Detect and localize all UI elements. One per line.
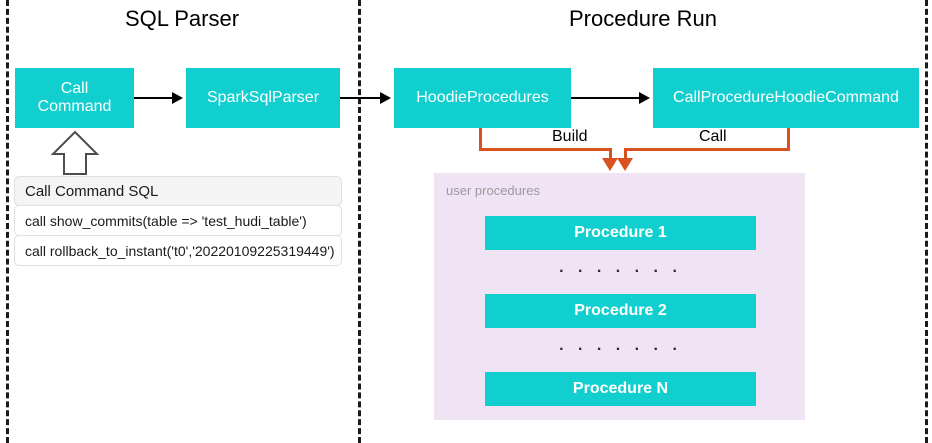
arrow-head-icon-2 [380,92,391,104]
section-title-sql-parser: SQL Parser [124,6,240,31]
call-edge-vertical-start [787,128,790,151]
section-title-procedure-run: Procedure Run [569,6,717,31]
procedures-ellipsis: . . . . . . . [559,337,682,354]
node-call-procedure-hoodie-command[interactable]: CallProcedureHoodieCommand [653,68,919,128]
edge-label-call: Call [695,128,731,146]
procedure-item[interactable]: Procedure N [485,372,756,406]
sql-table-header: Call Command SQL [14,176,342,206]
arrow-hoodie-procedures-to-call-procedure-command [571,97,642,99]
arrow-head-icon-3 [639,92,650,104]
call-arrow-head-icon [617,158,633,171]
arrow-spark-sql-parser-to-hoodie-procedures [340,97,384,99]
section-divider-right [925,0,928,443]
node-call-command-line1: Call [60,79,89,97]
build-edge-vertical-start [479,128,482,151]
call-command-sql-table: Call Command SQL call show_commits(table… [14,176,342,266]
user-procedures-label: user procedures [446,183,540,198]
section-divider-middle [358,0,361,443]
build-edge-horizontal [479,148,612,151]
sql-table-row[interactable]: call show_commits(table => 'test_hudi_ta… [14,205,342,236]
node-hoodie-procedures[interactable]: HoodieProcedures [394,68,571,128]
user-procedures-panel: user procedures Procedure 1 . . . . . . … [434,173,805,420]
node-call-command[interactable]: Call Command [15,68,134,128]
node-call-command-line2: Command [37,98,112,115]
build-edge-vertical-end [609,148,612,161]
section-divider-left [6,0,9,443]
hollow-up-arrow-icon [50,130,100,175]
node-spark-sql-parser[interactable]: SparkSqlParser [186,68,340,128]
call-edge-horizontal [624,148,790,151]
arrow-head-icon-1 [172,92,183,104]
procedure-item[interactable]: Procedure 2 [485,294,756,328]
arrow-call-command-to-spark-sql-parser [134,97,176,99]
call-edge-vertical-end [624,148,627,161]
edge-label-build: Build [548,128,592,146]
build-arrow-head-icon [602,158,618,171]
procedures-ellipsis: . . . . . . . [559,259,682,276]
procedure-item[interactable]: Procedure 1 [485,216,756,250]
sql-table-row[interactable]: call rollback_to_instant('t0','202201092… [14,235,342,266]
